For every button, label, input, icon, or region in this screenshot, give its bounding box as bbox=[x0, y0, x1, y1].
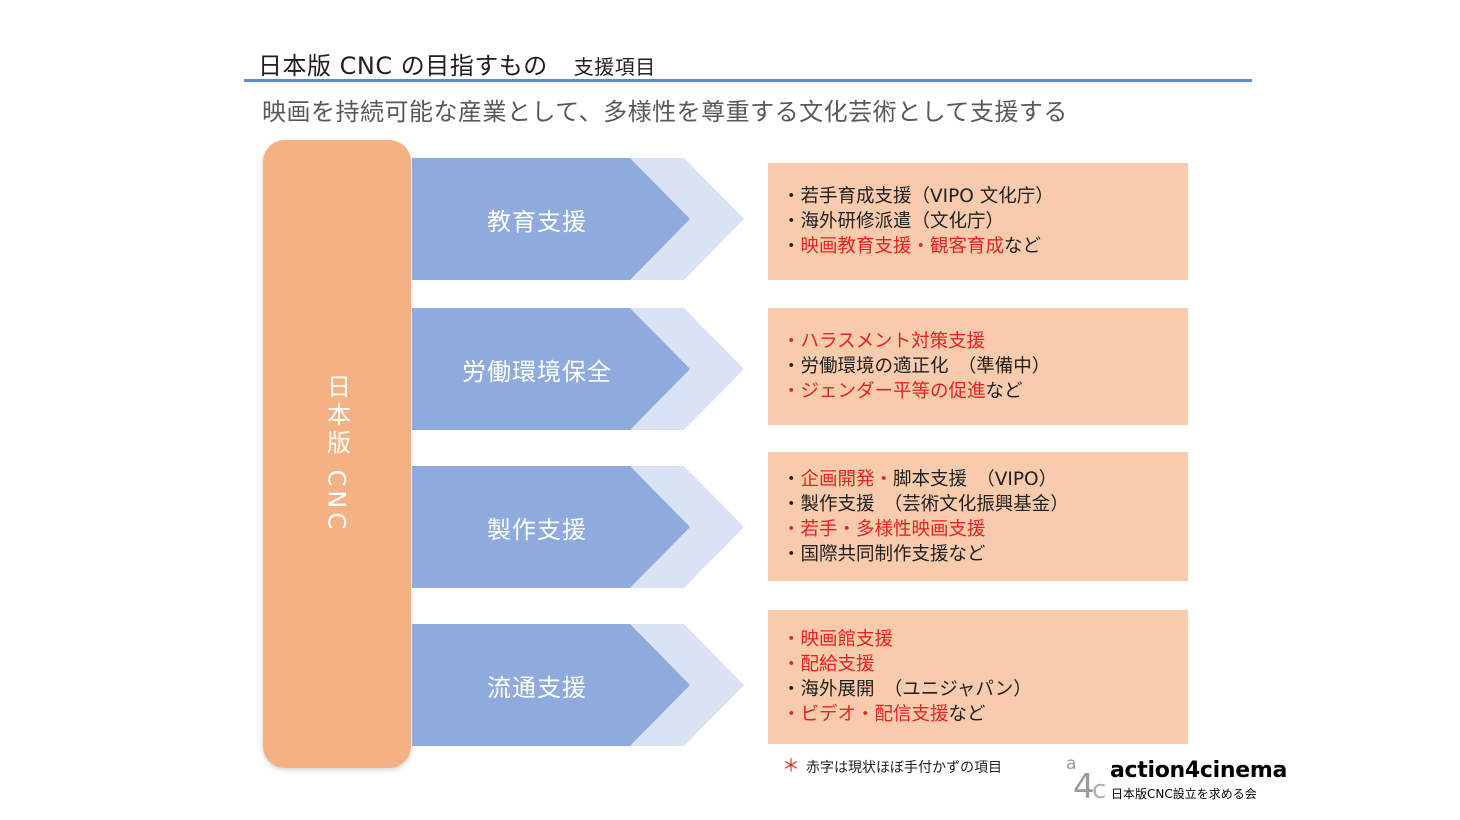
slide-title: 日本版 CNC の目指すもの 支援項目 bbox=[258, 46, 656, 81]
detail-text-red: ・映画館支援 bbox=[782, 629, 894, 650]
detail-text: ・労働環境の適正化 （準備中） bbox=[782, 356, 1051, 377]
cnc-pillar-label: 日本版 CNC bbox=[322, 374, 351, 534]
category-arrow bbox=[412, 466, 690, 588]
category-label: 流通支援 bbox=[487, 673, 587, 702]
category-arrow bbox=[412, 308, 690, 430]
slide-subtitle: 映画を持続可能な産業として、多様性を尊重する文化芸術として支援する bbox=[262, 98, 1068, 126]
detail-text-red: ・配給支援 bbox=[782, 654, 875, 675]
category-label: 製作支援 bbox=[487, 515, 587, 544]
detail-line: ・海外研修派遣（文化庁） bbox=[782, 209, 1174, 234]
category-arrow bbox=[412, 624, 690, 746]
detail-text: ・製作支援 （芸術文化振興基金） bbox=[782, 493, 1069, 515]
category-label: 労働環境保全 bbox=[462, 357, 612, 386]
footnote-asterisk: ＊ bbox=[782, 756, 800, 777]
detail-text: ・ bbox=[782, 468, 801, 490]
slide-title-main: 日本版 CNC の目指すもの bbox=[258, 52, 548, 80]
detail-text: ・海外研修派遣（文化庁） bbox=[782, 211, 1005, 232]
detail-text-red: ・若手・多様性映画支援 bbox=[782, 518, 986, 540]
detail-text: 脚本支援 （VIPO） bbox=[893, 468, 1058, 490]
detail-line: ・ジェンダー平等の促進など bbox=[782, 379, 1174, 404]
detail-line: ・ハラスメント対策支援 bbox=[782, 329, 1174, 354]
cnc-pillar bbox=[263, 140, 411, 768]
footnote: ＊ 赤字は現状ほぼ手付かずの項目 bbox=[782, 752, 1002, 778]
detail-line: ・若手育成支援（VIPO 文化庁） bbox=[782, 184, 1174, 209]
detail-text: ・国際共同制作支援など bbox=[782, 543, 986, 565]
a4c-logo-mark-icon: a 4 c bbox=[1064, 752, 1110, 800]
detail-line: ・ビデオ・配信支援など bbox=[782, 702, 1174, 727]
detail-line: ・労働環境の適正化 （準備中） bbox=[782, 354, 1174, 379]
detail-box: ・企画開発・脚本支援 （VIPO）・製作支援 （芸術文化振興基金）・若手・多様性… bbox=[768, 452, 1188, 581]
logo-tagline: 日本版CNC設立を求める会 bbox=[1111, 787, 1257, 801]
detail-line: ・企画開発・脚本支援 （VIPO） bbox=[782, 467, 1174, 492]
detail-box: ・若手育成支援（VIPO 文化庁）・海外研修派遣（文化庁）・映画教育支援・観客育… bbox=[768, 163, 1188, 280]
detail-line: ・製作支援 （芸術文化振興基金） bbox=[782, 492, 1174, 517]
category-arrow bbox=[412, 158, 690, 280]
detail-text-red: 企画開発・ bbox=[800, 468, 894, 490]
detail-line: ・配給支援 bbox=[782, 652, 1174, 677]
detail-text: ・若手育成支援（VIPO 文化庁） bbox=[782, 186, 1054, 207]
footnote-text: 赤字は現状ほぼ手付かずの項目 bbox=[806, 760, 1002, 776]
detail-text: ・海外展開 （ユニジャパン） bbox=[782, 679, 1032, 700]
detail-text: など bbox=[948, 704, 986, 725]
detail-text: など bbox=[1004, 236, 1042, 257]
category-label: 教育支援 bbox=[487, 207, 587, 236]
detail-text: など bbox=[985, 381, 1023, 402]
detail-text: ・ bbox=[782, 236, 801, 257]
detail-box: ・映画館支援・配給支援・海外展開 （ユニジャパン）・ビデオ・配信支援など bbox=[768, 610, 1188, 744]
detail-line: ・海外展開 （ユニジャパン） bbox=[782, 677, 1174, 702]
svg-text:a: a bbox=[1066, 754, 1076, 774]
detail-line: ・映画館支援 bbox=[782, 627, 1174, 652]
detail-line: ・若手・多様性映画支援 bbox=[782, 517, 1174, 542]
svg-text:c: c bbox=[1092, 775, 1106, 800]
svg-text:4: 4 bbox=[1073, 767, 1095, 800]
detail-text-red: ・ハラスメント対策支援 bbox=[782, 331, 986, 352]
action4cinema-logo: a 4 c action4cinema 日本版CNC設立を求める会 bbox=[1064, 752, 1287, 802]
detail-text-red: 映画教育支援・観客育成 bbox=[800, 236, 1005, 257]
detail-text-red: ・ビデオ・配信支援 bbox=[782, 704, 949, 725]
title-underline bbox=[244, 79, 1252, 82]
detail-text-red: ・ジェンダー平等の促進 bbox=[782, 381, 986, 402]
detail-line: ・国際共同制作支援など bbox=[782, 542, 1174, 567]
detail-line: ・映画教育支援・観客育成など bbox=[782, 234, 1174, 259]
slide-title-sub: 支援項目 bbox=[573, 55, 656, 79]
logo-wordmark: action4cinema bbox=[1110, 758, 1288, 783]
detail-box: ・ハラスメント対策支援・労働環境の適正化 （準備中）・ジェンダー平等の促進など bbox=[768, 308, 1188, 425]
